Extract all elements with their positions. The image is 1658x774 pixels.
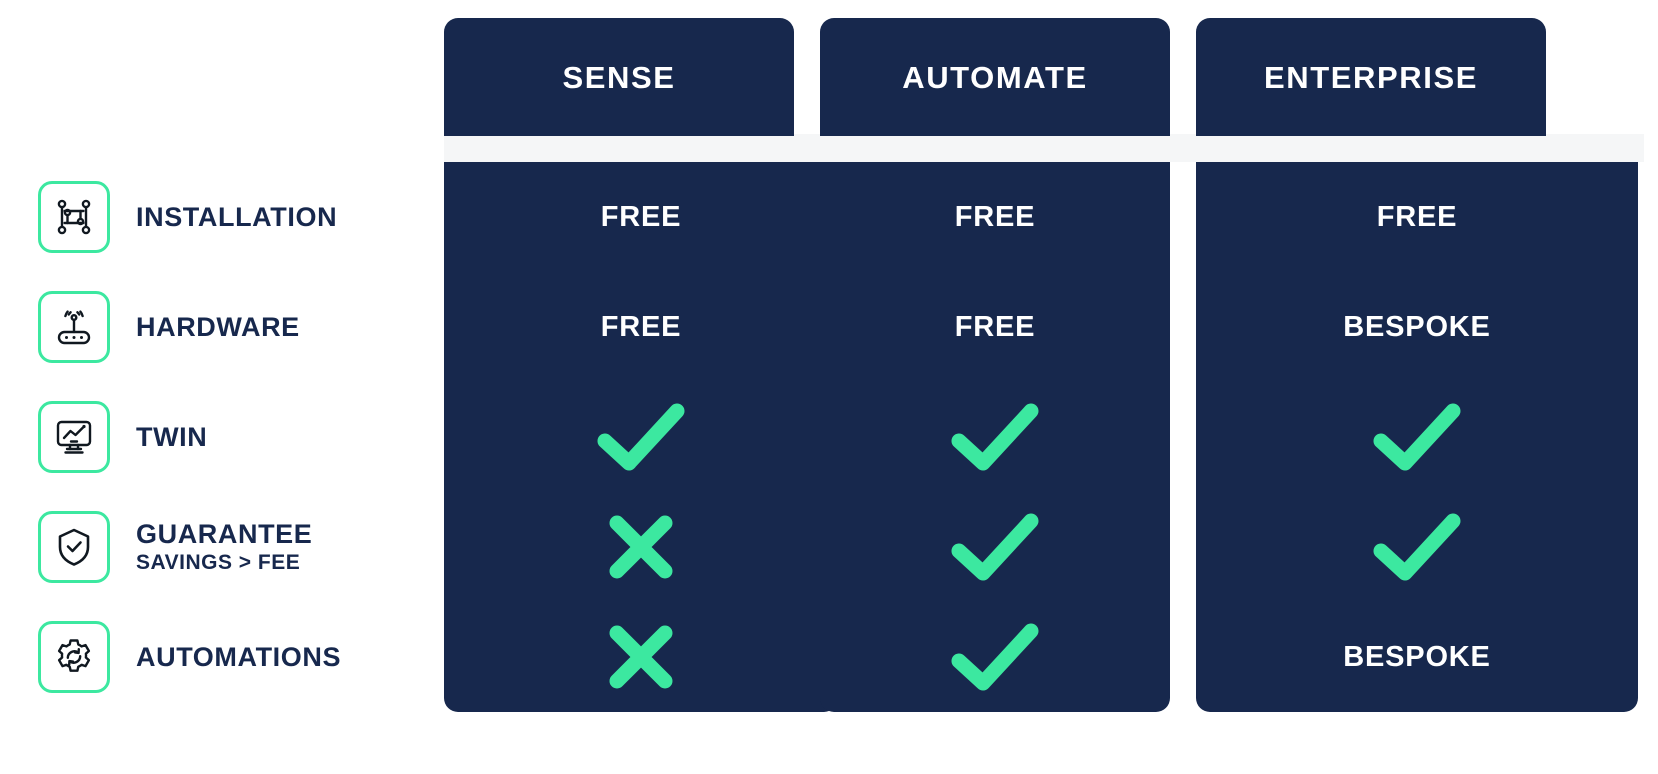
feature-row-hardware: HARDWARE (38, 272, 438, 382)
cell-enterprise-guarantee (1196, 492, 1638, 602)
feature-list: INSTALLATION (38, 162, 438, 712)
cross-icon (609, 625, 673, 689)
cell-value: FREE (954, 310, 1036, 343)
feature-title: AUTOMATIONS (136, 641, 342, 672)
plan-header-label: ENTERPRISE (1263, 59, 1479, 95)
plan-column-enterprise: FREE BESPOKE BESPOKE (1196, 162, 1638, 712)
plan-header-enterprise[interactable]: ENTERPRISE (1196, 18, 1546, 136)
network-nodes-icon-box (38, 181, 110, 253)
plan-column-automate: FREE FREE (820, 162, 1170, 712)
plan-header-automate[interactable]: AUTOMATE (820, 18, 1170, 136)
cell-sense-installation: FREE (444, 162, 838, 272)
network-nodes-icon (53, 196, 95, 238)
cell-value: BESPOKE (1343, 640, 1491, 673)
cell-automate-guarantee (820, 492, 1170, 602)
cell-enterprise-automations: BESPOKE (1196, 602, 1638, 712)
feature-text-hardware: HARDWARE (136, 311, 300, 342)
header-body-separator (444, 134, 1644, 162)
cell-value: FREE (600, 200, 682, 233)
check-icon (1373, 403, 1461, 471)
cell-value: BESPOKE (1343, 310, 1491, 343)
cell-sense-hardware: FREE (444, 272, 838, 382)
feature-title: TWIN (136, 421, 208, 452)
cell-automate-installation: FREE (820, 162, 1170, 272)
router-icon (53, 306, 95, 348)
cell-enterprise-installation: FREE (1196, 162, 1638, 272)
feature-title: INSTALLATION (136, 201, 338, 232)
cell-sense-twin (444, 382, 838, 492)
feature-text-automations: AUTOMATIONS (136, 641, 342, 672)
check-icon (597, 403, 685, 471)
cell-value: FREE (1376, 200, 1458, 233)
feature-text-guarantee: GUARANTEE SAVINGS > FEE (136, 518, 313, 575)
shield-check-icon-box (38, 511, 110, 583)
check-icon (1373, 513, 1461, 581)
cell-sense-guarantee (444, 492, 838, 602)
plan-header-label: AUTOMATE (902, 59, 1088, 95)
plan-header-label: SENSE (562, 59, 676, 95)
cell-sense-automations (444, 602, 838, 712)
monitor-chart-icon (53, 416, 95, 458)
feature-title: GUARANTEE (136, 518, 313, 549)
feature-row-automations: AUTOMATIONS (38, 602, 438, 712)
check-icon (951, 623, 1039, 691)
check-icon (951, 403, 1039, 471)
cross-icon (609, 515, 673, 579)
gear-refresh-icon-box (38, 621, 110, 693)
cell-automate-twin (820, 382, 1170, 492)
cell-enterprise-hardware: BESPOKE (1196, 272, 1638, 382)
cell-automate-hardware: FREE (820, 272, 1170, 382)
shield-check-icon (53, 526, 95, 568)
feature-row-twin: TWIN (38, 382, 438, 492)
monitor-chart-icon-box (38, 401, 110, 473)
plan-column-sense: FREE FREE (444, 162, 838, 712)
feature-row-installation: INSTALLATION (38, 162, 438, 272)
router-icon-box (38, 291, 110, 363)
gear-refresh-icon (53, 636, 95, 678)
feature-text-installation: INSTALLATION (136, 201, 338, 232)
cell-value: FREE (954, 200, 1036, 233)
check-icon (951, 513, 1039, 581)
feature-subtitle: SAVINGS > FEE (136, 551, 301, 575)
feature-row-guarantee: GUARANTEE SAVINGS > FEE (38, 492, 438, 602)
feature-title: HARDWARE (136, 311, 300, 342)
plan-header-sense[interactable]: SENSE (444, 18, 794, 136)
feature-text-twin: TWIN (136, 421, 208, 452)
cell-automate-automations (820, 602, 1170, 712)
cell-value: FREE (600, 310, 682, 343)
cell-enterprise-twin (1196, 382, 1638, 492)
